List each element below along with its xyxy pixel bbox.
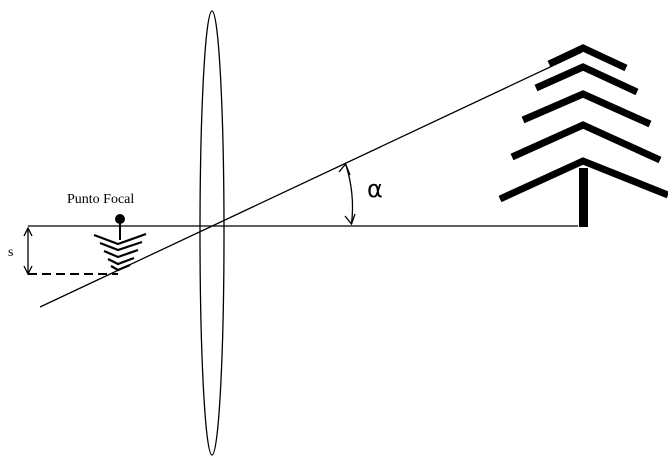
- tree-object: [498, 44, 668, 227]
- tree-trunk: [579, 168, 588, 227]
- inverted-tree-image: [93, 232, 147, 272]
- focal-point-label: Punto Focal: [67, 192, 134, 207]
- lens: [199, 10, 225, 456]
- displacement-bracket: [23, 226, 118, 276]
- oblique-ray: [39, 51, 583, 308]
- angle-arc: [338, 162, 356, 226]
- displacement-label: s: [8, 245, 13, 260]
- focal-point-dot: [115, 214, 125, 224]
- angle-label: α: [367, 175, 383, 203]
